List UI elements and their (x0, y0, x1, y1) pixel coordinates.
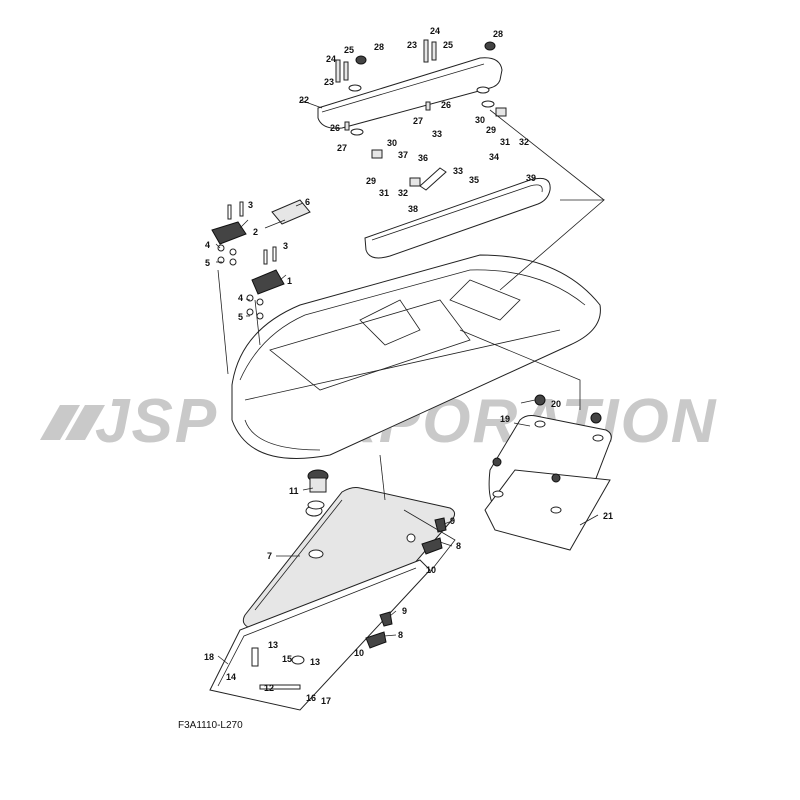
label-30: 30 (387, 138, 397, 148)
label-23: 23 (324, 77, 334, 87)
label-21: 21 (603, 511, 613, 521)
label-4: 4 (205, 240, 210, 250)
label-16: 16 (306, 693, 316, 703)
label-15: 15 (282, 654, 292, 664)
label-31: 31 (379, 188, 389, 198)
label-29: 29 (486, 125, 496, 135)
label-32: 32 (398, 188, 408, 198)
handle-parts (211, 199, 311, 320)
label-17: 17 (321, 696, 331, 706)
label-22: 22 (299, 95, 309, 105)
label-8: 8 (456, 541, 461, 551)
label-33: 33 (432, 129, 442, 139)
latches (365, 517, 447, 649)
boat-hull (231, 254, 601, 459)
label-26: 26 (330, 123, 340, 133)
label-13: 13 (310, 657, 320, 667)
label-37: 37 (398, 150, 408, 160)
label-3: 3 (248, 200, 253, 210)
part-labels: 1 2 3 3 4 4 5 5 6 7 8 8 9 9 10 10 11 12 … (204, 26, 613, 706)
label-36: 36 (418, 153, 428, 163)
rear-cover-19 (484, 394, 612, 551)
label-33: 33 (453, 166, 463, 176)
cup-holder-11 (307, 469, 329, 510)
seat-hardware (335, 39, 507, 191)
label-28: 28 (374, 42, 384, 52)
label-9: 9 (450, 516, 455, 526)
label-24: 24 (430, 26, 440, 36)
label-26: 26 (441, 100, 451, 110)
label-10: 10 (426, 565, 436, 575)
label-31: 31 (500, 137, 510, 147)
leader-lines (215, 99, 606, 665)
label-12: 12 (264, 683, 274, 693)
label-38: 38 (408, 204, 418, 214)
label-25: 25 (344, 45, 354, 55)
label-39: 39 (526, 173, 536, 183)
label-3: 3 (283, 241, 288, 251)
label-24: 24 (326, 54, 336, 64)
label-23: 23 (407, 40, 417, 50)
label-4: 4 (238, 293, 243, 303)
label-2: 2 (253, 227, 258, 237)
label-20: 20 (551, 399, 561, 409)
lower-frame-18 (209, 559, 431, 711)
label-9: 9 (402, 606, 407, 616)
label-14: 14 (226, 672, 236, 682)
seat-cushion-22 (317, 57, 503, 136)
label-5: 5 (205, 258, 210, 268)
label-11: 11 (289, 486, 299, 496)
label-27: 27 (413, 116, 423, 126)
label-34: 34 (489, 152, 499, 162)
gasket-39 (364, 177, 551, 259)
label-29: 29 (366, 176, 376, 186)
label-18: 18 (204, 652, 214, 662)
label-1: 1 (287, 276, 292, 286)
label-10: 10 (354, 648, 364, 658)
label-28: 28 (493, 29, 503, 39)
figure-code: F3A1110-L270 (178, 720, 243, 731)
label-27: 27 (337, 143, 347, 153)
label-6: 6 (305, 197, 310, 207)
label-30: 30 (475, 115, 485, 125)
label-25: 25 (443, 40, 453, 50)
label-19: 19 (500, 414, 510, 424)
label-32: 32 (519, 137, 529, 147)
label-7: 7 (267, 551, 272, 561)
label-8: 8 (398, 630, 403, 640)
front-cover-7 (242, 487, 456, 647)
label-5: 5 (238, 312, 243, 322)
label-13: 13 (268, 640, 278, 650)
label-35: 35 (469, 175, 479, 185)
